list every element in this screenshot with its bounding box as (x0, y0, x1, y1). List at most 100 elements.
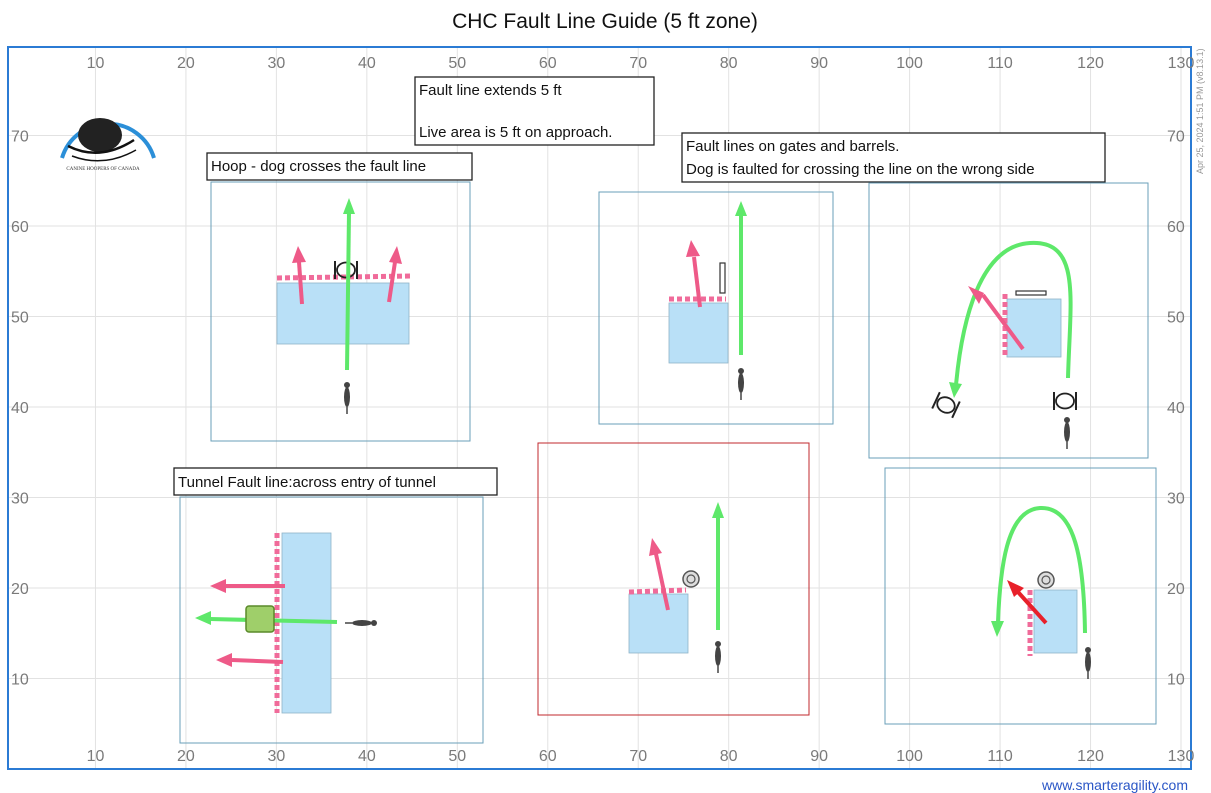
y-tick-label-right: 30 (1167, 491, 1185, 508)
gate-icon (719, 262, 726, 294)
y-tick-label-right: 60 (1167, 219, 1185, 236)
hoop-panel: Hoop - dog crosses the fault line (206, 152, 473, 442)
fault-arrow (654, 553, 670, 611)
tunnel-note: Tunnel Fault line:across entry of tunnel (178, 474, 436, 491)
panel-border (537, 442, 810, 716)
logo-text: CANINE HOOPERS OF CANADA (66, 167, 140, 172)
y-tick-label-right: 20 (1167, 581, 1185, 598)
x-tick-label: 50 (448, 55, 466, 72)
path-arrow (954, 240, 1073, 386)
arrowhead (649, 538, 662, 556)
gate-icon (1015, 290, 1047, 296)
barrel-icon (682, 570, 700, 588)
arrowhead (343, 198, 355, 214)
arrowhead (968, 286, 984, 304)
x-tick-label: 90 (810, 748, 828, 765)
x-tick-label: 50 (448, 748, 466, 765)
arrowhead (210, 579, 226, 593)
live-zone (668, 302, 729, 364)
x-tick-label: 80 (720, 748, 738, 765)
hoop-note: Hoop - dog crosses the fault line (211, 158, 426, 175)
x-tick-label: 40 (358, 748, 376, 765)
x-tick-label: 120 (1077, 55, 1104, 72)
y-tick-label-right: 50 (1167, 310, 1185, 327)
panel-border (598, 191, 834, 425)
hoop-icon (334, 261, 358, 279)
arrowhead (216, 653, 232, 667)
gates-note-line1: Fault lines on gates and barrels. (686, 138, 899, 155)
note-live-area: Live area is 5 ft on approach. (419, 124, 612, 141)
x-tick-label: 130 (1168, 748, 1195, 765)
arrowhead (292, 246, 306, 263)
hoop-note-box (206, 152, 473, 181)
page-title: CHC Fault Line Guide (5 ft zone) (452, 10, 758, 33)
barrel-wrap-panel (868, 182, 1149, 459)
path-arrow (996, 505, 1087, 634)
y-tick-label-left: 40 (11, 400, 29, 417)
y-tick-label-left: 10 (11, 672, 29, 689)
arrowhead (195, 611, 211, 625)
x-tick-label: 130 (1168, 55, 1195, 72)
y-tick-label-left: 20 (11, 581, 29, 598)
footer-link[interactable]: www.smarteragility.com (1041, 777, 1188, 793)
x-tick-label: 30 (267, 748, 285, 765)
axis-tick-labels: 1010202030304040505060607070808090901001… (11, 55, 1194, 765)
logo-dog-head (78, 118, 122, 152)
arrowhead (686, 240, 700, 257)
tunnel-panel: Tunnel Fault line:across entry of tunnel (173, 467, 498, 744)
dog-icon (344, 382, 350, 414)
barrel-wrong-side-panel (884, 467, 1157, 725)
fault-arrow-bottom (231, 658, 284, 664)
fault-extends-note: Fault line extends 5 ft Live area is 5 f… (414, 76, 655, 146)
live-zone (276, 282, 410, 345)
x-tick-label: 60 (539, 748, 557, 765)
fault-line (628, 587, 687, 595)
y-tick-label-right: 10 (1167, 672, 1185, 689)
dog-icon (715, 641, 721, 673)
barrel-icon (1037, 571, 1055, 589)
note-box (414, 76, 655, 146)
arrowhead (735, 201, 747, 216)
logo-swoosh (67, 138, 135, 154)
barrel-panel (537, 442, 810, 716)
arrowhead (1007, 580, 1024, 597)
x-tick-label: 40 (358, 55, 376, 72)
live-zone (1033, 589, 1078, 654)
x-tick-label: 30 (267, 55, 285, 72)
x-tick-label: 120 (1077, 748, 1104, 765)
y-tick-label-right: 40 (1167, 400, 1185, 417)
dog-icon (1064, 417, 1070, 449)
y-tick-label-left: 60 (11, 219, 29, 236)
dog-icon (345, 620, 377, 626)
gate-panel: Fault lines on gates and barrels. Dog is… (598, 132, 1106, 425)
dog-icon (1085, 647, 1091, 679)
x-tick-label: 110 (987, 748, 1013, 765)
y-tick-label-left: 70 (11, 129, 29, 146)
gates-note-line2: Dog is faulted for crossing the line on … (686, 161, 1035, 178)
arrowhead (991, 621, 1004, 637)
x-tick-label: 60 (539, 55, 557, 72)
x-tick-label: 80 (720, 55, 738, 72)
x-tick-label: 70 (629, 55, 647, 72)
hoop-icon (1053, 392, 1077, 410)
fault-arrow (981, 293, 1025, 351)
panel-border (210, 181, 471, 442)
arrowhead (712, 502, 724, 518)
fault-arrow (692, 256, 702, 308)
x-tick-label: 110 (987, 55, 1013, 72)
tunnel-note-box (173, 467, 498, 496)
wrong-side-arrow (1016, 590, 1048, 625)
fault-arrow-right (387, 261, 397, 303)
panel-border (868, 182, 1149, 459)
version-stamp: Apr 25, 2024 1:51 PM (v8.13.1) (1195, 48, 1205, 174)
y-tick-label-left: 50 (11, 310, 29, 327)
note-fault-extends: Fault line extends 5 ft (419, 82, 562, 99)
path-arrow (345, 211, 351, 371)
chc-logo: CANINE HOOPERS OF CANADA (60, 118, 156, 172)
x-tick-label: 20 (177, 748, 195, 765)
hoop-icon (931, 391, 961, 419)
y-tick-label-left: 30 (11, 491, 29, 508)
x-tick-label: 10 (87, 748, 105, 765)
fault-arrow-left (297, 261, 304, 305)
